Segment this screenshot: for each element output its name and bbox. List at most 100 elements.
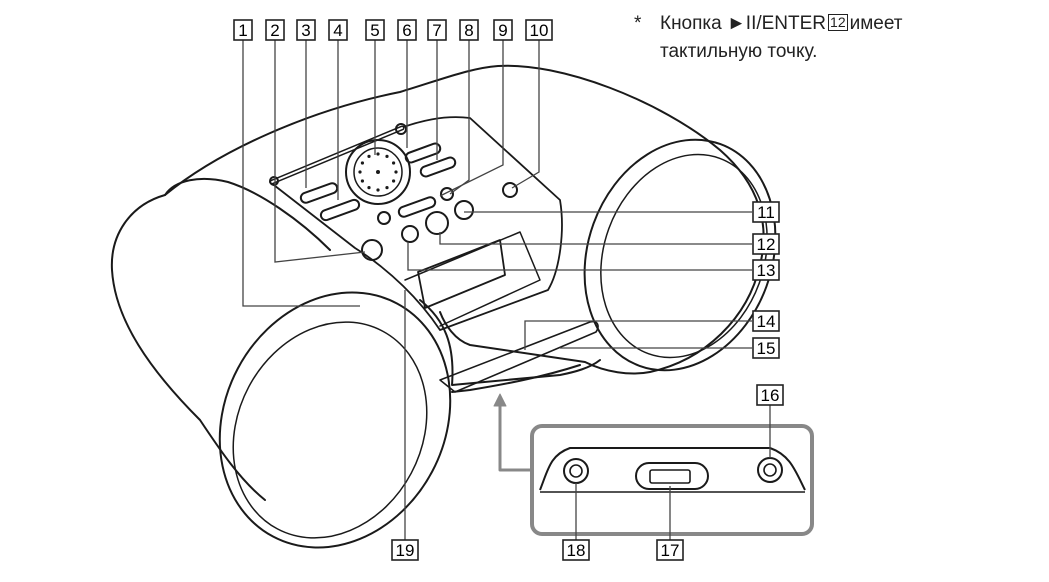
dial-dot xyxy=(360,179,365,183)
dial-dots xyxy=(358,152,398,192)
right-speaker-ring xyxy=(583,138,777,372)
note-text-after: имеет xyxy=(849,13,903,34)
callout-1: 1 xyxy=(233,19,253,41)
round-button-small-1 xyxy=(377,211,391,225)
callout-label: 18 xyxy=(567,541,586,560)
dial-outer xyxy=(345,139,411,205)
callout-label: 16 xyxy=(761,386,780,405)
leader-lines xyxy=(242,38,771,540)
dial-dot xyxy=(367,154,371,159)
slot-button-c xyxy=(404,142,442,164)
callout-label: 14 xyxy=(757,312,776,331)
rear-panel-inset xyxy=(493,393,814,536)
dial-dot xyxy=(385,154,389,159)
dial-dot xyxy=(367,185,371,190)
callout-14: 14 xyxy=(752,310,780,332)
left-speaker-ring xyxy=(218,291,452,549)
callout-label: 8 xyxy=(464,21,473,40)
jack-left xyxy=(563,458,589,484)
callout-label: 4 xyxy=(333,21,342,40)
boombox-illustration xyxy=(110,64,777,549)
inset-panel-edge xyxy=(539,447,806,491)
dial-dot xyxy=(376,152,380,156)
antenna-tip-right xyxy=(395,123,407,135)
top-housing xyxy=(164,64,765,375)
callout-label: 12 xyxy=(757,235,776,254)
slot-button-e xyxy=(397,196,437,218)
callout-10: 10 xyxy=(525,19,553,41)
callout-label: 10 xyxy=(530,21,549,40)
dial-dot xyxy=(391,179,396,183)
leader-10 xyxy=(511,38,540,189)
callout-8: 8 xyxy=(459,19,479,41)
dial-dot xyxy=(391,161,396,165)
left-cylinder xyxy=(110,194,266,501)
dial-center-dot xyxy=(376,170,380,174)
enter-button xyxy=(425,211,449,235)
callout-5: 5 xyxy=(365,19,385,41)
antenna-tip-left xyxy=(269,176,279,186)
jack-right xyxy=(757,457,783,483)
power-button xyxy=(361,239,383,261)
dial-dot xyxy=(376,188,380,192)
inset-pointer xyxy=(498,400,532,472)
round-button-small-3 xyxy=(502,182,518,198)
note-ref-box: 12 xyxy=(828,14,848,31)
slot-button-d xyxy=(419,156,457,178)
dial-dot xyxy=(394,170,398,174)
callout-label: 19 xyxy=(396,541,415,560)
dial-dot xyxy=(360,161,365,165)
leader-8 xyxy=(449,38,470,195)
round-button-small-2 xyxy=(440,187,454,201)
callout-label: 1 xyxy=(238,21,247,40)
note-asterisk: * xyxy=(634,13,642,34)
front-rim xyxy=(419,299,601,386)
callout-12: 12 xyxy=(752,233,780,255)
leader-2 xyxy=(274,38,366,263)
dial-dot xyxy=(385,185,389,190)
callout-label: 11 xyxy=(757,203,775,222)
round-button-4 xyxy=(454,200,474,220)
callout-13: 13 xyxy=(752,259,780,281)
callout-label: 15 xyxy=(757,339,776,358)
callout-7: 7 xyxy=(427,19,447,41)
display-window xyxy=(417,239,506,309)
callout-15: 15 xyxy=(752,337,780,359)
slot-button-a xyxy=(299,182,339,204)
callout-18: 18 xyxy=(562,539,590,561)
dock-tray xyxy=(439,320,599,393)
left-cylinder-top xyxy=(164,177,331,251)
callout-19: 19 xyxy=(391,539,419,561)
callout-label: 6 xyxy=(402,21,411,40)
callout-9: 9 xyxy=(493,19,513,41)
callout-4: 4 xyxy=(328,19,348,41)
leader-1 xyxy=(242,38,360,307)
callout-label: 17 xyxy=(661,541,680,560)
round-button-5 xyxy=(401,225,419,243)
slot-button-b xyxy=(319,198,361,222)
callout-label: 13 xyxy=(757,261,776,280)
callout-label: 2 xyxy=(270,21,279,40)
callout-label: 3 xyxy=(301,21,310,40)
dial-dot xyxy=(358,170,362,174)
callout-label: 5 xyxy=(370,21,379,40)
callout-17: 17 xyxy=(656,539,684,561)
left-speaker-cone xyxy=(232,321,428,539)
callout-label: 9 xyxy=(498,21,507,40)
callout-2: 2 xyxy=(265,19,285,41)
leader-9 xyxy=(439,38,504,197)
callout-16: 16 xyxy=(756,384,784,406)
leader-12 xyxy=(439,232,752,245)
inset-frame xyxy=(530,424,814,536)
callout-3: 3 xyxy=(296,19,316,41)
control-panel xyxy=(269,116,563,331)
leader-13 xyxy=(407,242,752,271)
display-frame xyxy=(404,231,541,327)
usb-port xyxy=(635,462,709,490)
note-line2: тактильную точку. xyxy=(660,41,818,62)
note-text-before: Кнопка ►II/ENTER xyxy=(660,13,827,34)
front-rim-lower xyxy=(451,364,581,393)
